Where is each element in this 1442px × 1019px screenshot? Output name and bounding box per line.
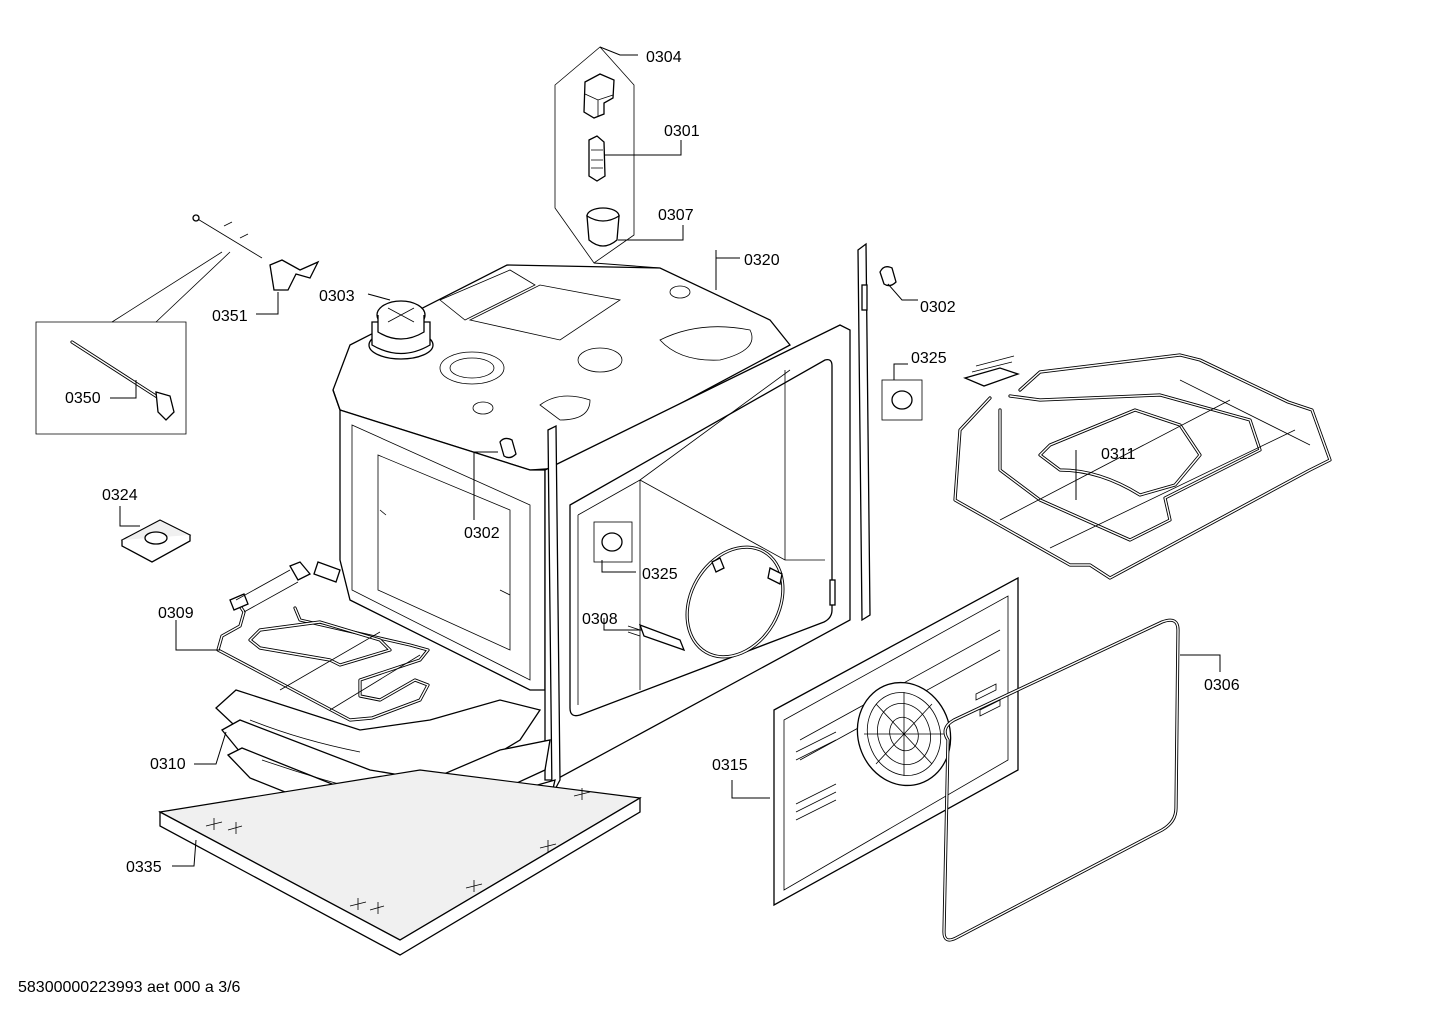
label-0335: 0335 [126, 859, 162, 876]
insulation-pad-part [119, 506, 192, 563]
label-0351: 0351 [212, 308, 248, 325]
lamp-glass-part-center [593, 521, 636, 573]
label-0320: 0320 [744, 252, 780, 269]
door-seal-part [942, 618, 1221, 942]
lamp-glass-part-right [881, 363, 923, 421]
label-0307: 0307 [658, 207, 694, 224]
label-0304: 0304 [646, 49, 682, 66]
rear-panel-part [731, 576, 1019, 907]
bottom-heater-part [175, 561, 430, 722]
lamp-cover-part [586, 207, 620, 247]
lamp-socket-part [583, 73, 615, 119]
document-id: 58300000223993 aet 000 a 3/6 [18, 979, 241, 996]
label-0315: 0315 [712, 757, 748, 774]
label-0310: 0310 [150, 756, 186, 773]
ring-heater-part [603, 545, 785, 659]
oven-muffle-part [332, 242, 871, 796]
label-0302-right: 0302 [920, 299, 956, 316]
label-0324: 0324 [102, 487, 138, 504]
label-0309: 0309 [158, 605, 194, 622]
lamp-assembly-group [554, 46, 684, 269]
label-0303: 0303 [319, 288, 355, 305]
label-0306: 0306 [1204, 677, 1240, 694]
temperature-sensor-box [35, 321, 187, 435]
label-0325-right: 0325 [911, 350, 947, 367]
label-0311: 0311 [1101, 446, 1136, 463]
label-0302-center: 0302 [464, 525, 500, 542]
label-0308: 0308 [582, 611, 618, 628]
grill-element-part [953, 353, 1332, 580]
sensor-bracket-part [111, 214, 320, 323]
plug-part-center [473, 437, 517, 520]
base-plate-part [158, 769, 642, 956]
label-0350: 0350 [65, 390, 101, 407]
lamp-holder-part [588, 135, 606, 182]
label-0301: 0301 [664, 123, 700, 140]
label-0325-center: 0325 [642, 566, 678, 583]
part-number-labels: 0304 0301 0307 0320 0302 0303 0351 0350 … [65, 49, 1240, 876]
plug-part-right [879, 266, 918, 301]
top-fan-cover-part [367, 293, 434, 360]
